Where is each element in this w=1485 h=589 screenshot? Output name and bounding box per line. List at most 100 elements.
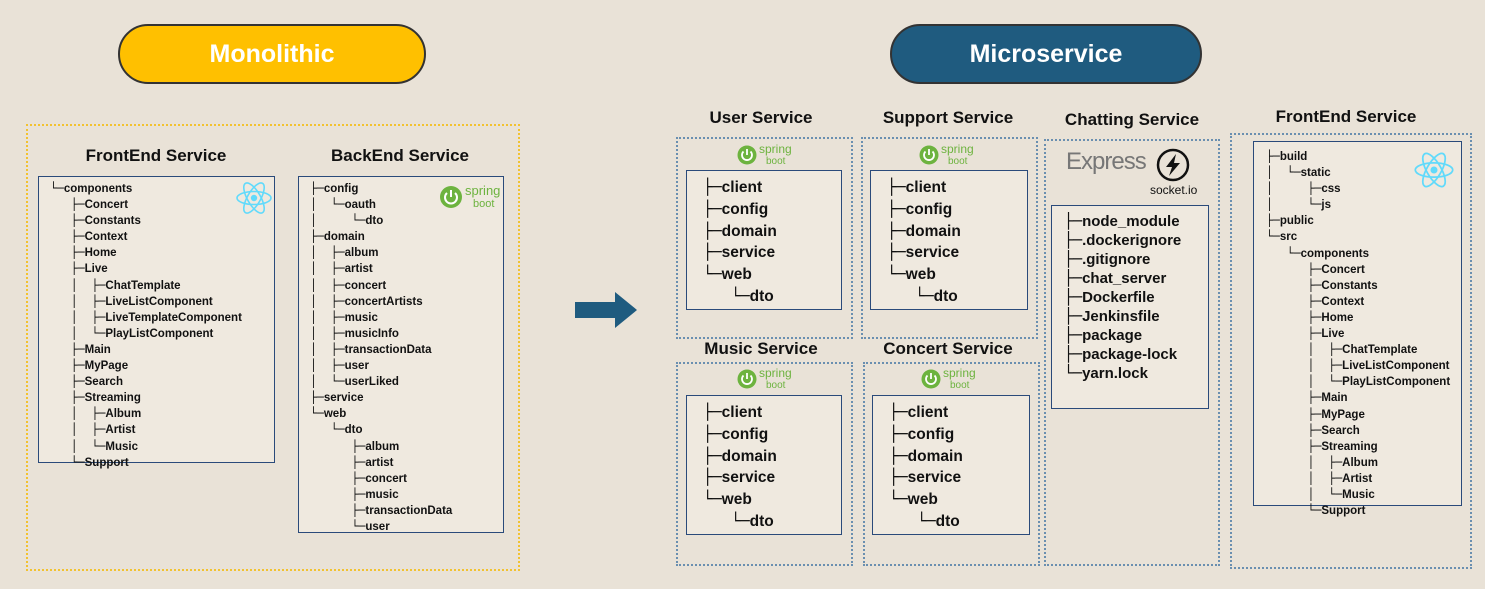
tree-item: ├─Jenkinsfile xyxy=(1064,307,1181,326)
tree-item-label: components xyxy=(63,183,133,195)
tree-item: │ └─oauth xyxy=(310,197,452,213)
tree-item-label: Streaming xyxy=(84,392,141,405)
tree-item: ├─domain xyxy=(310,229,452,245)
tree-connector: ├─ xyxy=(889,403,908,421)
tree-item: └─Support xyxy=(1266,503,1450,519)
tree-item-label: MyPage xyxy=(84,360,129,373)
tree-item: │ ├─Album xyxy=(1266,455,1450,471)
tree-connector: ├─ xyxy=(1266,438,1322,453)
tree-item-label: Context xyxy=(84,231,128,244)
tree-item: ├─package-lock xyxy=(1064,345,1181,364)
tree-item-label: Constants xyxy=(84,215,141,228)
tree-connector: │ ├─ xyxy=(310,358,345,373)
spring-label: spring xyxy=(465,183,500,198)
tree-connector: ├─ xyxy=(889,468,908,487)
tree-item-label: album xyxy=(344,247,379,260)
tree-connector: ├─ xyxy=(310,181,324,195)
tree-item: │ └─Music xyxy=(50,439,242,455)
tree-item: ├─Main xyxy=(1266,390,1450,406)
tree-item: │ ├─Artist xyxy=(1266,471,1450,487)
tree-item-label: config xyxy=(721,425,769,443)
tree-item-label: service xyxy=(721,244,776,262)
tree-item: │ ├─Album xyxy=(50,406,242,422)
tree-connector: └─ xyxy=(1064,364,1083,382)
tree-item: │ ├─ChatTemplate xyxy=(50,278,242,294)
tree-item: ├─service xyxy=(703,467,777,489)
tree-item: └─web xyxy=(703,264,777,286)
tree-item: ├─transactionData xyxy=(310,503,453,519)
tree-item-label: Support xyxy=(1321,505,1366,518)
tree-item: └─components xyxy=(1266,246,1450,262)
tree-item: │ ├─transactionData xyxy=(310,342,452,358)
tree-item: │ ├─css xyxy=(1266,181,1450,197)
music-service-box xyxy=(686,395,842,535)
spring-label: spring xyxy=(941,142,974,156)
tree-item: ├─service xyxy=(310,390,452,406)
tree-connector: ├─ xyxy=(1266,293,1322,308)
tree-connector: └─ xyxy=(703,511,750,530)
tree-connector: ├─ xyxy=(310,229,324,244)
tree-item-label: user xyxy=(344,360,369,373)
tree-item-label: build xyxy=(1279,151,1308,163)
tree-item-label: config xyxy=(907,425,955,443)
tree-connector: │ └─ xyxy=(1266,374,1343,389)
tree-item: │ └─Music xyxy=(1266,487,1450,503)
tree-item: └─web xyxy=(703,489,777,511)
tree-connector: ├─ xyxy=(1266,277,1322,292)
tree-item: └─dto xyxy=(887,286,961,308)
tree-connector: └─ xyxy=(703,265,722,284)
tree-connector: ├─ xyxy=(310,438,366,453)
react-icon xyxy=(236,182,272,214)
tree-connector: └─ xyxy=(1266,229,1280,244)
tree-item-label: Music xyxy=(105,440,138,453)
tree-item: ├─Context xyxy=(1266,294,1450,310)
spring-boot-logo: spring boot xyxy=(438,182,504,217)
tree-connector: ├─ xyxy=(1266,326,1322,341)
tree-connector: ├─ xyxy=(887,178,906,196)
ms-frontend-container xyxy=(1230,133,1472,569)
tree-connector: ├─ xyxy=(310,486,366,501)
tree-connector: ├─ xyxy=(50,229,85,244)
tree-item: ├─concert xyxy=(310,471,452,487)
tree-connector: │ └─ xyxy=(1266,165,1301,180)
tree-item: ├─service xyxy=(887,242,961,264)
tree-item: │ ├─ChatTemplate xyxy=(1266,342,1450,358)
react-icon xyxy=(1414,152,1454,188)
tree-connector: ├─ xyxy=(887,221,906,240)
mono-frontend-title: FrontEnd Service xyxy=(85,146,227,165)
tree-item-label: Search xyxy=(1321,424,1360,437)
tree-item-label: web xyxy=(721,491,752,509)
tree-item-label: LiveTemplateComponent xyxy=(105,311,242,324)
support-service-title: Support Service xyxy=(882,108,1014,127)
tree-connector: │ ├─ xyxy=(50,406,106,421)
microservice-header: Microservice xyxy=(890,24,1202,84)
tree-connector: ├─ xyxy=(1266,149,1280,163)
tree-item-label: components xyxy=(1300,247,1369,260)
tree-connector: ├─ xyxy=(1266,406,1322,421)
tree-connector: ├─ xyxy=(1266,309,1322,324)
tree-connector: ├─ xyxy=(1064,288,1083,306)
tree-item: │ ├─concertArtists xyxy=(310,294,452,310)
tree-item: └─dto xyxy=(889,511,963,533)
tree-item-label: js xyxy=(1321,199,1331,212)
user-service-tree: ├─client├─config├─domain├─service└─web └… xyxy=(703,177,777,308)
chatting-service-container xyxy=(1044,139,1220,566)
tree-connector: └─ xyxy=(887,286,934,305)
tree-item: │ ├─user xyxy=(310,358,452,374)
tree-item-label: dto xyxy=(749,287,774,305)
tree-connector: ├─ xyxy=(1064,345,1083,363)
concert-service-tree: ├─client├─config├─domain├─service└─web └… xyxy=(889,402,963,533)
tree-item: ├─MyPage xyxy=(50,358,242,374)
tree-connector: │ ├─ xyxy=(310,261,345,276)
tree-item: │ └─PlayListComponent xyxy=(1266,374,1451,390)
tree-connector: ├─ xyxy=(50,245,85,260)
tree-item: └─dto xyxy=(310,422,452,438)
tree-item: ├─domain xyxy=(703,446,777,468)
tree-item-label: Main xyxy=(1321,392,1348,405)
tree-item: ├─Concert xyxy=(50,197,242,213)
tree-item: ├─client xyxy=(889,402,963,424)
tree-connector: ├─ xyxy=(703,221,722,240)
tree-connector: ├─ xyxy=(50,374,85,389)
tree-connector: ├─ xyxy=(1266,261,1322,276)
tree-item: ├─.gitignore xyxy=(1064,250,1181,269)
